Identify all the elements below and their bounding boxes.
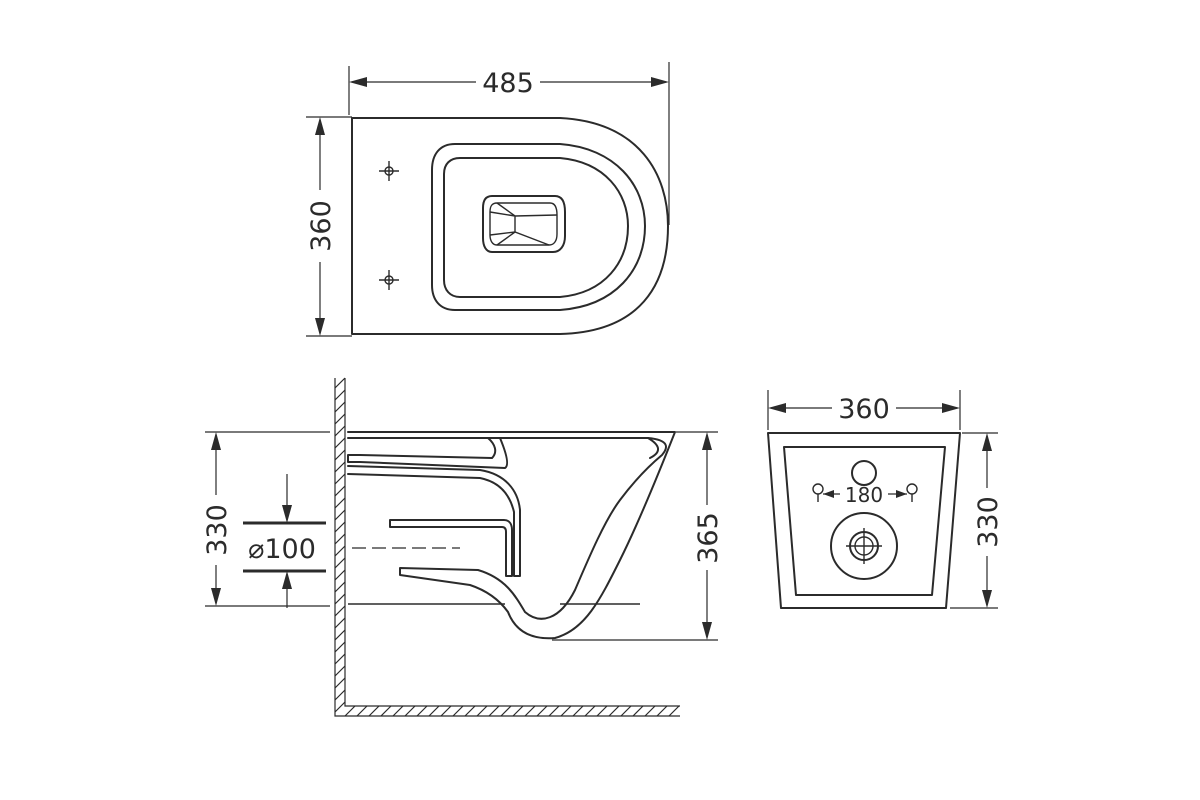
side-view-trap: [347, 465, 521, 577]
front-view-outlet-cross: [846, 528, 882, 564]
side-view-height-label: 330: [202, 504, 233, 556]
top-view-width-label: 485: [482, 68, 534, 99]
top-view-fixing-hole-lower: [379, 270, 399, 290]
front-view-height-label: 330: [973, 496, 1004, 548]
top-view-outlet-facets: [489, 202, 558, 246]
front-view-outlet-outer: [830, 512, 898, 580]
side-view-bowl-outline: [347, 431, 676, 640]
front-view-water-inlet: [851, 460, 877, 486]
top-view-depth-dimension: 360: [306, 116, 352, 337]
side-view: 330 ⌀100 365: [202, 377, 724, 717]
wall-hatching: [334, 377, 680, 717]
front-view-width-label: 360: [838, 394, 890, 425]
side-view-outlet-pipe: [389, 519, 513, 577]
front-view-width-dimension: 360: [767, 390, 961, 430]
pipe-diameter-dimension: ⌀100: [248, 474, 316, 608]
top-view-outlet: [482, 195, 566, 253]
pipe-diameter-label: ⌀100: [248, 534, 316, 565]
side-view-bowl-inner: [347, 437, 509, 469]
top-view-depth-label: 360: [306, 200, 337, 252]
front-view-outline: [767, 432, 961, 609]
side-view-rim: [647, 437, 659, 459]
front-view-bolt-spacing-dimension: 180: [823, 483, 907, 507]
front-view-inner-outline: [783, 446, 946, 596]
top-view: 485 360: [306, 62, 670, 337]
side-view-total-height-dimension: 365: [552, 431, 724, 641]
side-view-total-height-label: 365: [693, 512, 724, 564]
top-view-fixing-hole-upper: [379, 161, 399, 181]
top-view-rim: [431, 143, 646, 311]
top-view-bowl: [443, 157, 629, 298]
front-view: 180 360 330: [767, 390, 1004, 609]
front-view-bolt-spacing-label: 180: [845, 483, 883, 507]
front-view-height-dimension: 330: [950, 432, 1004, 609]
side-view-height-dimension: 330: [202, 431, 330, 607]
top-view-outline: [351, 117, 669, 335]
top-view-width-dimension: 485: [348, 62, 670, 225]
top-view-outlet-inner: [489, 202, 558, 246]
front-view-bolt-hole-right: [906, 483, 918, 495]
front-view-bolt-hole-left: [812, 483, 824, 495]
